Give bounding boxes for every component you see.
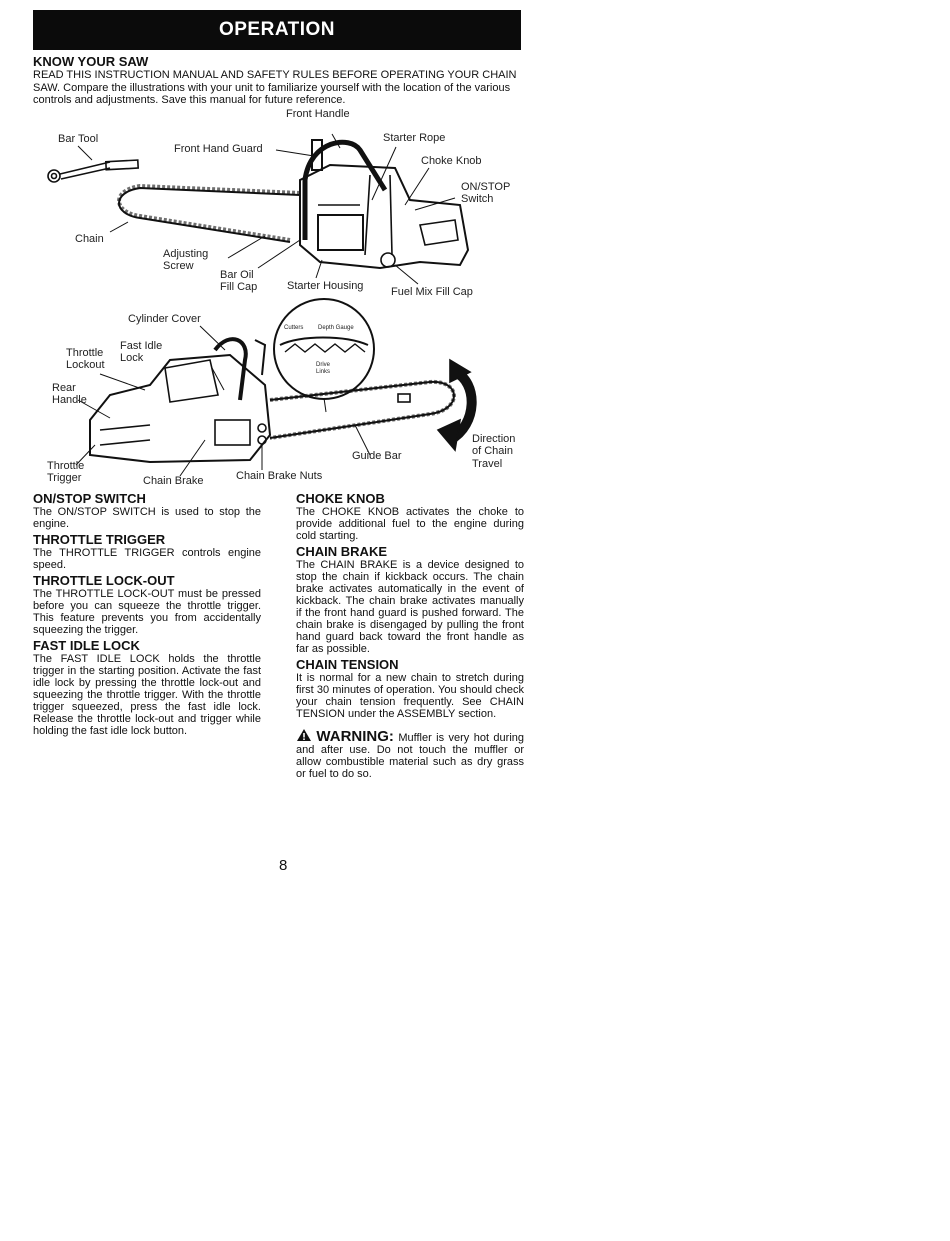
label-fuel-mix-fill-cap: Fuel Mix Fill Cap: [391, 286, 473, 298]
label-rear: Rear: [52, 382, 76, 394]
label-throttle: Throttle: [47, 460, 85, 472]
intro-paragraph: READ THIS INSTRUCTION MANUAL AND SAFETY …: [33, 69, 517, 106]
chain-brake-text: The CHAIN BRAKE is a device designed to …: [296, 559, 524, 655]
on-stop-text: The ON/STOP SWITCH is used to stop the e…: [33, 506, 261, 530]
label-on-stop: ON/STOP: [461, 181, 511, 193]
on-stop-heading: ON/STOP SWITCH: [33, 491, 146, 506]
label-throttle-lockout-1: Throttle: [66, 347, 104, 359]
warning-icon: [297, 729, 311, 741]
label-fast-idle: Fast Idle: [120, 340, 163, 352]
chainsaw-illustrations: [47, 133, 477, 477]
label-choke-knob: Choke Knob: [421, 155, 482, 167]
label-depth-gauge: Depth Gauge: [318, 325, 354, 331]
label-drive: Drive: [316, 362, 331, 368]
throttle-lockout-text: The THROTTLE LOCK-OUT must be pressed be…: [33, 588, 261, 636]
label-of-chain: of Chain: [472, 445, 513, 457]
fast-idle-lock-heading: FAST IDLE LOCK: [33, 638, 140, 653]
choke-knob-text: The CHOKE KNOB activates the choke to pr…: [296, 506, 524, 542]
label-throttle-lockout-2: Lockout: [66, 359, 105, 371]
warning-text: Muffler is very hot during and after use…: [296, 732, 524, 780]
label-travel: Travel: [472, 458, 503, 470]
throttle-trigger-heading: THROTTLE TRIGGER: [33, 532, 166, 547]
label-screw: Screw: [163, 260, 194, 272]
label-chain-brake-nuts: Chain Brake Nuts: [236, 470, 323, 482]
label-chain: Chain: [75, 233, 104, 245]
choke-knob-heading: CHOKE KNOB: [296, 491, 385, 506]
chain-tension-heading: CHAIN TENSION: [296, 657, 399, 672]
chain-tension-text: It is normal for a new chain to stretch …: [296, 672, 524, 720]
label-fill-cap: Fill Cap: [220, 281, 258, 293]
label-starter-housing: Starter Housing: [287, 280, 364, 292]
know-your-saw-heading: KNOW YOUR SAW: [33, 54, 149, 69]
fast-idle-lock-text: The FAST IDLE LOCK holds the throttle tr…: [33, 653, 261, 737]
bar-tool-icon: [47, 159, 140, 183]
left-column: ON/STOP SWITCH The ON/STOP SWITCH is use…: [33, 492, 261, 740]
label-cutters: Cutters: [284, 325, 304, 331]
label-guide-bar: Guide Bar: [352, 450, 402, 462]
label-bar-tool: Bar Tool: [58, 133, 99, 145]
label-lock: Lock: [120, 352, 144, 364]
label-starter-rope: Starter Rope: [383, 132, 446, 144]
label-bar-oil: Bar Oil: [220, 269, 254, 281]
chain-brake-heading: CHAIN BRAKE: [296, 544, 387, 559]
label-adjusting: Adjusting: [163, 248, 209, 260]
page-number: 8: [279, 857, 288, 874]
label-trigger: Trigger: [47, 472, 82, 484]
label-cylinder-cover: Cylinder Cover: [128, 313, 201, 325]
label-switch: Switch: [461, 193, 494, 205]
label-chain-brake: Chain Brake: [143, 475, 204, 487]
throttle-trigger-text: The THROTTLE TRIGGER controls engine spe…: [33, 547, 261, 571]
section-banner: OPERATION: [33, 10, 521, 50]
right-column: CHOKE KNOB The CHOKE KNOB activates the …: [296, 492, 524, 783]
throttle-lockout-heading: THROTTLE LOCK-OUT: [33, 573, 175, 588]
label-front-handle: Front Handle: [286, 108, 350, 120]
label-front-hand-guard: Front Hand Guard: [174, 143, 263, 155]
label-direction: Direction: [472, 433, 516, 445]
label-links: Links: [316, 369, 331, 375]
banner-title: OPERATION: [218, 19, 336, 40]
warning-title: WARNING:: [316, 728, 394, 745]
warning-block: WARNING: Muffler is very hot during and …: [296, 728, 524, 780]
label-handle: Handle: [52, 394, 87, 406]
